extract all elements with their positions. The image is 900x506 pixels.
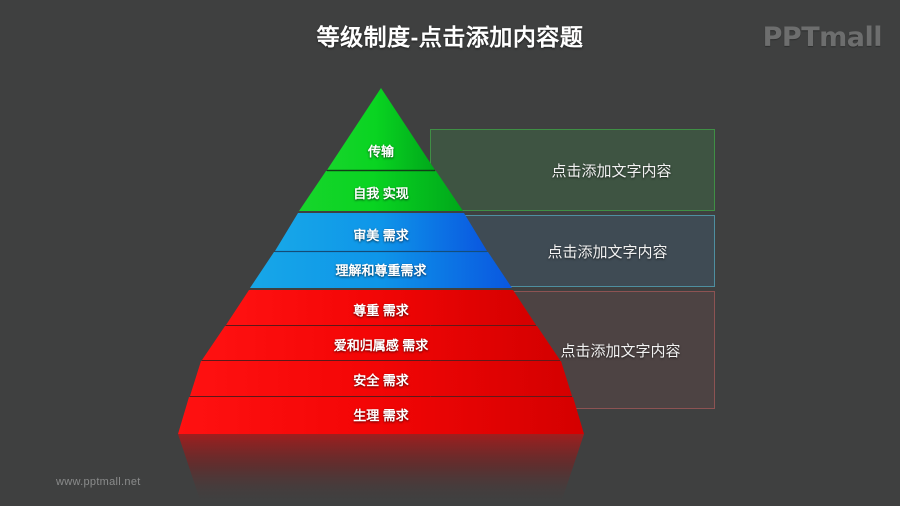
footer-watermark: www.pptmall.net — [56, 476, 141, 488]
pyramid-group-green — [299, 88, 463, 211]
callout-box-green[interactable]: 点击添加文字内容 — [430, 129, 715, 211]
pyramid-group-blue — [250, 213, 512, 288]
pyramid-group-red — [178, 290, 584, 434]
pyramid-reflection — [178, 434, 584, 506]
callout-red-text: 点击添加文字内容 — [560, 342, 681, 360]
callout-blue-text: 点击添加文字内容 — [547, 243, 668, 261]
callout-green-text: 点击添加文字内容 — [551, 162, 672, 180]
page-title: 等级制度-点击添加内容题 — [316, 24, 584, 50]
pptmall-logo: PPTmall — [762, 22, 883, 53]
